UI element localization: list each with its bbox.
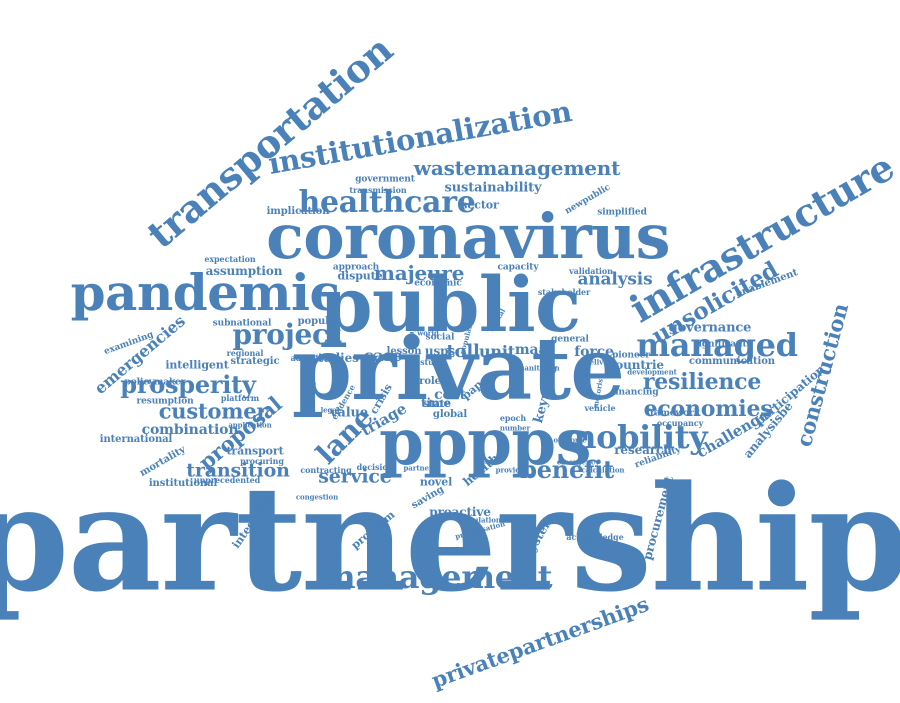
word-intelligent: intelligent xyxy=(165,358,229,372)
word-platform: platform xyxy=(220,393,260,403)
word-institutional: institutional xyxy=(148,478,218,489)
word-maas: maas xyxy=(514,342,556,358)
word-economic: economic xyxy=(414,278,462,289)
word-service: service xyxy=(318,465,392,488)
word-combination: combination xyxy=(141,422,239,438)
word-proactive: proactive xyxy=(429,505,491,519)
word-international: international xyxy=(99,434,173,445)
word-simplified: simplified xyxy=(597,207,647,218)
word-vehicle: vehicle xyxy=(584,403,616,413)
word-pioneer: pioneer xyxy=(612,350,650,361)
word-state: state xyxy=(423,399,451,410)
word-calculation: calculation xyxy=(581,465,625,475)
word-general: general xyxy=(551,334,589,345)
word-procuring: procuring xyxy=(240,456,284,466)
word-time: time xyxy=(421,396,451,410)
word-pandemic: pandemic xyxy=(70,263,340,322)
word-capacity: capacity xyxy=(497,262,539,273)
word-dispute: dispute xyxy=(337,269,383,283)
word-expectation: expectation xyxy=(204,254,256,264)
word-number: number xyxy=(499,423,531,433)
word-decision: decision xyxy=(356,462,394,472)
word-lesson: lesson xyxy=(386,346,422,357)
word-legal: legal xyxy=(320,405,340,415)
word-emergency: emergency xyxy=(556,457,600,467)
word-force: force xyxy=(574,344,614,360)
word-benefit: benefit xyxy=(520,455,614,484)
word-assumption: assumption xyxy=(205,264,283,278)
word-sustainability: sustainability xyxy=(444,180,542,196)
word-value: value xyxy=(330,405,368,421)
word-prosperity: prosperity xyxy=(120,370,256,399)
word-validation: validation xyxy=(569,266,613,276)
word-countrie: countrie xyxy=(608,358,664,372)
word-framework: framework xyxy=(646,408,700,419)
word-contracting: contracting xyxy=(300,465,352,475)
word-government: government xyxy=(355,174,415,185)
word-novel: novel xyxy=(419,475,453,489)
word-managed: managed xyxy=(636,326,798,364)
word-occupancy: occupancy xyxy=(656,418,704,428)
word-popular: popular xyxy=(297,316,341,327)
word-development: development xyxy=(627,367,677,377)
word-governance: governance xyxy=(668,320,752,336)
word-provides: provides xyxy=(495,465,529,475)
word-subnational: subnational xyxy=(212,318,272,329)
word-resumption: resumption xyxy=(136,396,194,407)
word-global: global xyxy=(432,409,468,420)
word-delivery: delivery xyxy=(584,357,616,367)
word-wastemanagement: wastemanagement xyxy=(413,156,621,180)
word-healthcare: healthcare xyxy=(298,185,476,220)
word-pppps: pppps xyxy=(379,405,591,480)
word-toll: toll xyxy=(446,341,480,362)
word-congestion: congestion xyxy=(295,492,339,502)
word-project: project xyxy=(232,318,342,351)
word-sector: sector xyxy=(461,198,499,212)
word-resilience: resilience xyxy=(642,369,762,395)
word-epoch: epoch xyxy=(499,413,527,423)
word-usps: usps xyxy=(424,344,456,358)
word-role: role xyxy=(419,376,441,387)
word-policymaker: policymaker xyxy=(124,377,186,388)
word-unprecedented: unprecedented xyxy=(193,475,261,485)
word-transition: transition xyxy=(186,459,290,482)
word-case: case xyxy=(363,346,403,365)
word-majeure: majeure xyxy=(373,261,465,285)
word-outcome: outcome xyxy=(553,435,587,445)
word-mobility: mobility xyxy=(562,418,708,456)
word-private: private xyxy=(291,319,625,420)
word-transport: transport xyxy=(226,444,284,458)
word-strategic: strategic xyxy=(230,356,280,367)
word-approach: approach xyxy=(332,262,380,273)
word-studies: studies xyxy=(311,351,359,365)
word-significant: significant xyxy=(693,339,747,350)
word-social: social xyxy=(425,332,455,343)
word-management: management xyxy=(321,558,553,596)
word-public: public xyxy=(319,260,582,349)
word-world: world xyxy=(417,328,439,338)
word-transmission: transmission xyxy=(349,185,407,195)
word-implication: implication xyxy=(266,206,330,217)
word-customer: customer xyxy=(158,398,268,424)
word-sanitation: sanitation xyxy=(520,363,560,373)
word-communication: communication xyxy=(689,356,775,367)
word-cost: cost xyxy=(434,387,466,403)
word-partnership: partnership xyxy=(0,454,900,625)
word-partner: partner xyxy=(403,463,433,473)
word-unit: unit xyxy=(478,342,516,361)
word-coronavirus: coronavirus xyxy=(266,200,670,273)
word-analysis: analysis xyxy=(577,269,653,290)
word-regional: regional xyxy=(226,348,264,358)
word-study: study xyxy=(420,357,444,367)
word-application: application xyxy=(228,420,272,430)
word-acknowledge: acknowledge xyxy=(566,532,624,542)
word-economies: economies xyxy=(643,396,773,422)
word-financing: financing xyxy=(611,387,659,398)
word-adoption: adoption xyxy=(290,353,330,363)
word-stakeholder: stakeholder xyxy=(537,287,591,297)
word-research: research xyxy=(614,443,672,457)
word-population: population xyxy=(459,515,501,525)
